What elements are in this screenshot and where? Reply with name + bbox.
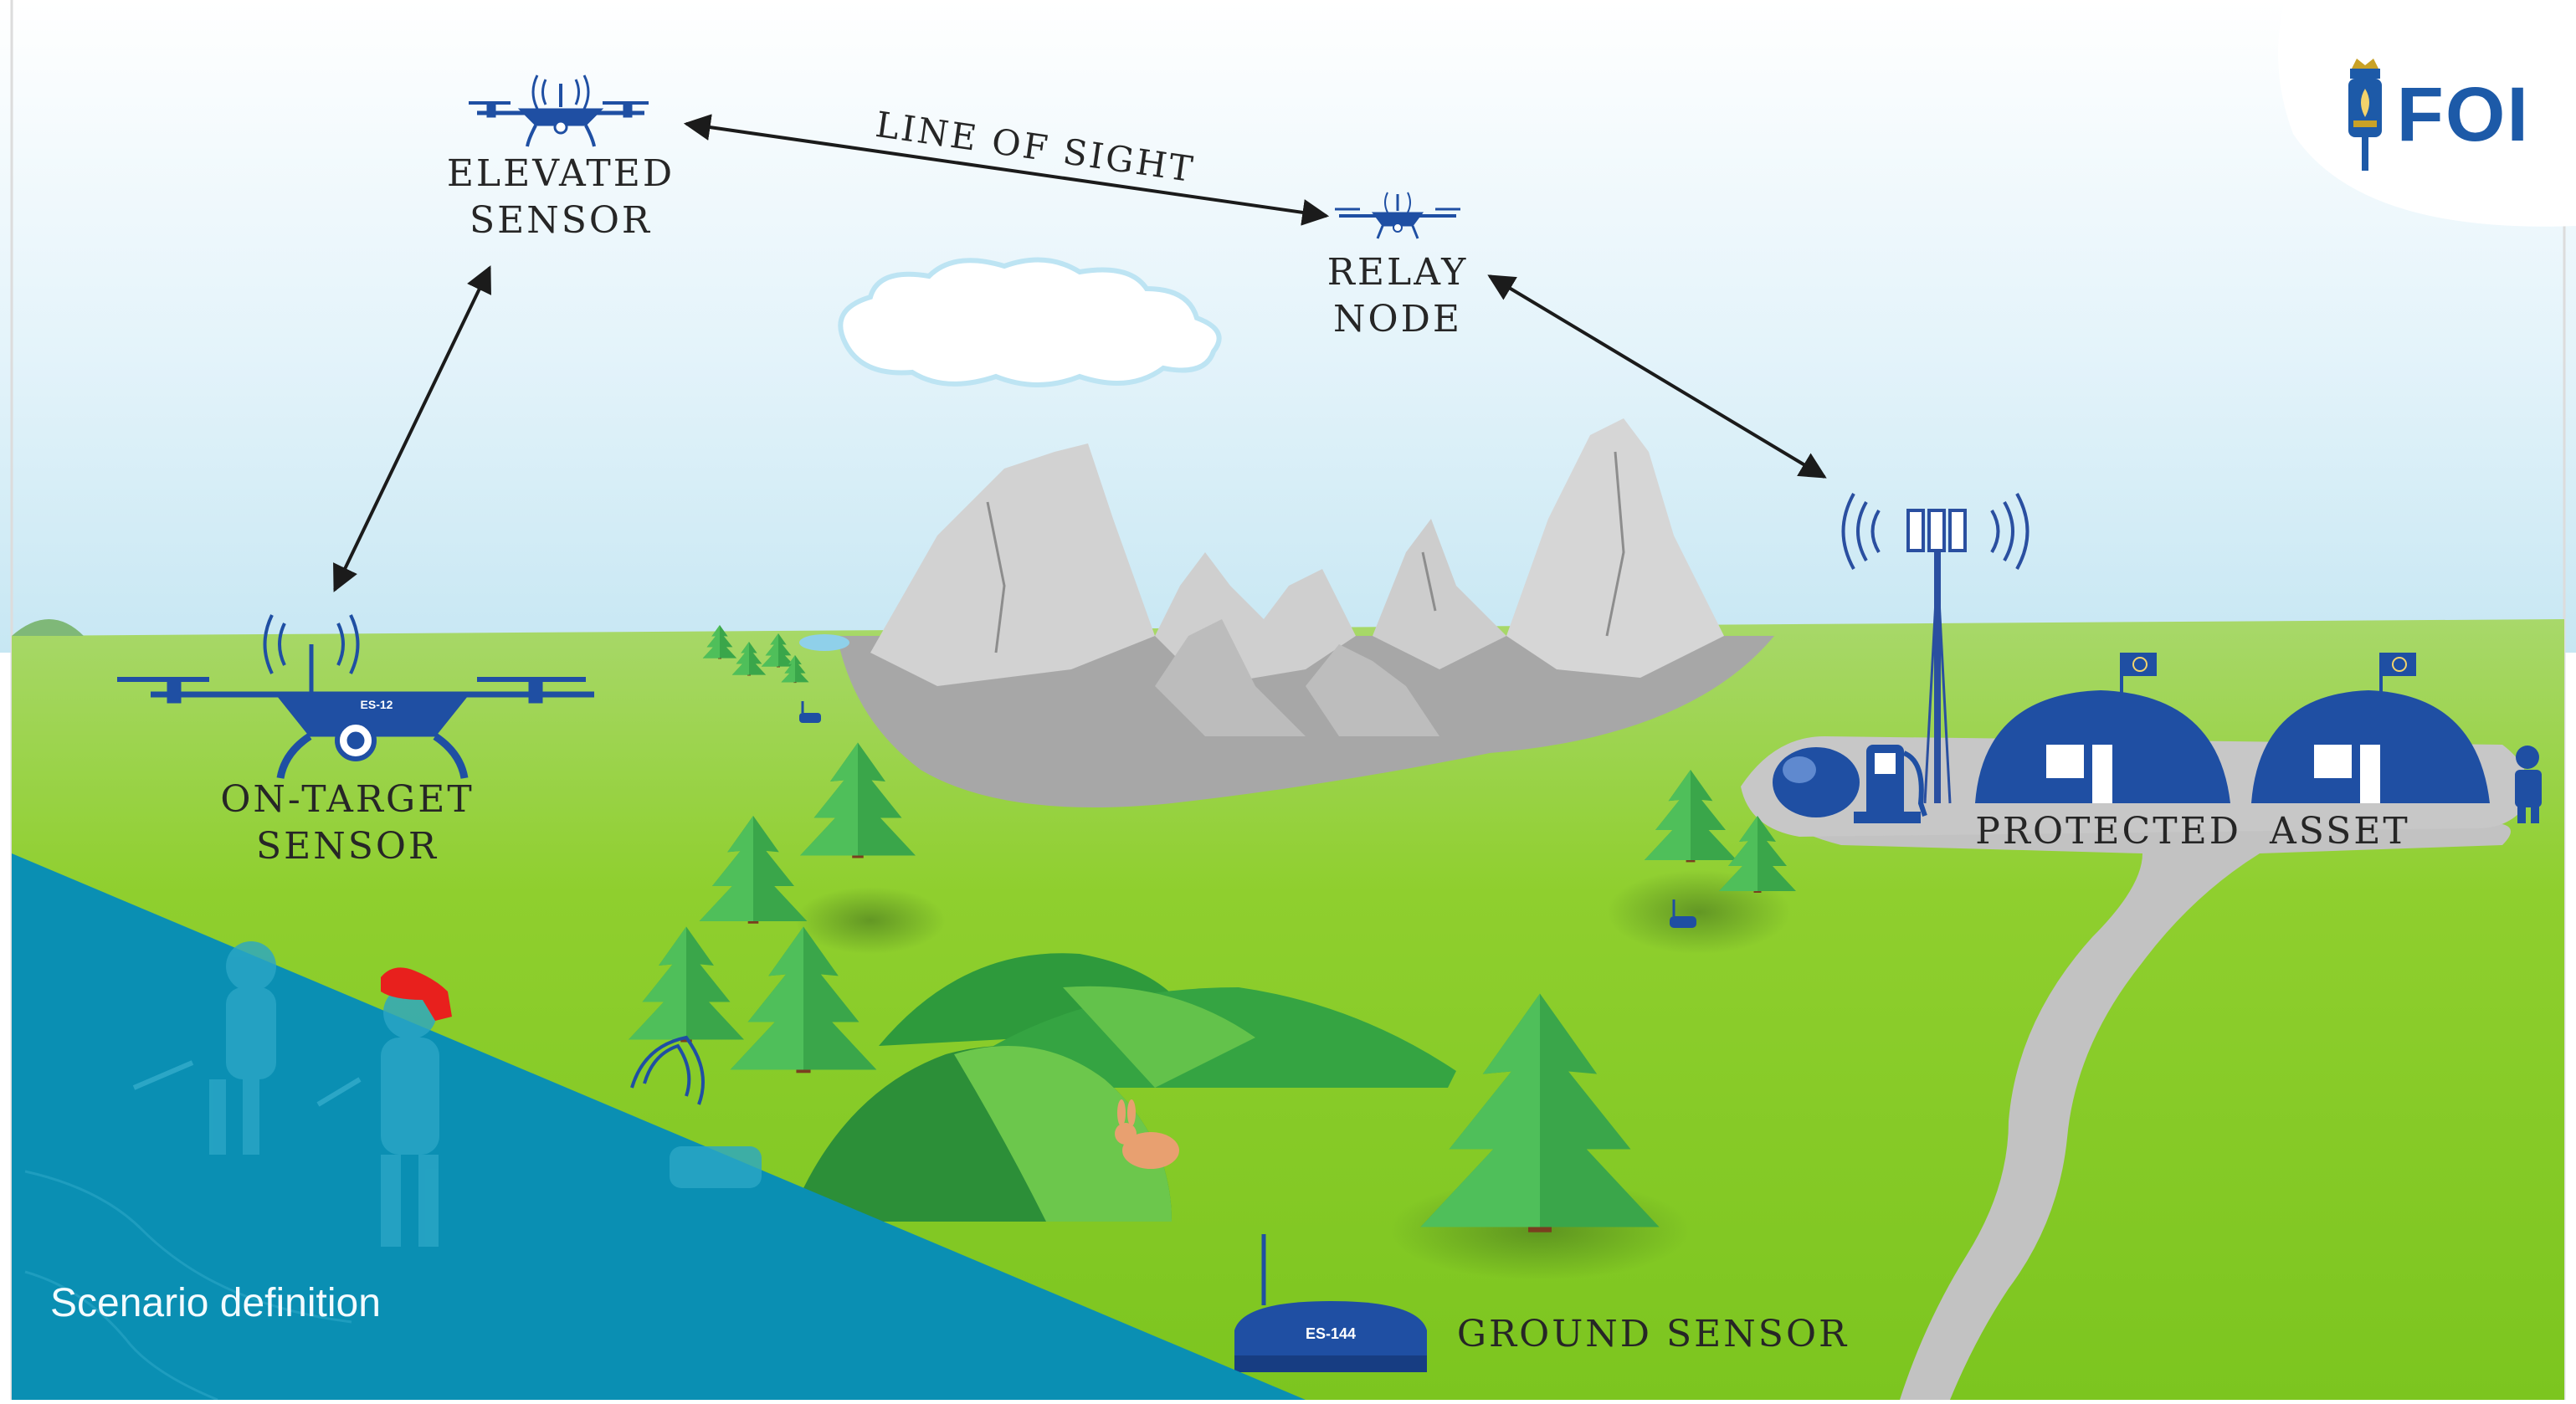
protected-asset-label: PROTECTED ASSET [1975,810,2410,853]
on-target-sensor-drone: ES-12 [117,614,594,779]
on-target-sensor-label-line1: ON-TARGET [220,778,475,821]
ground-sensor-label: GROUND SENSOR [1456,1313,1850,1355]
protected-asset [1773,653,2542,823]
elevated-sensor-drone [469,74,649,147]
foi-logo: FOI [2345,52,2530,177]
relay-node-drone [1335,192,1460,239]
elevated-sensor-label-line2: SENSOR [469,199,653,242]
on-target-sensor-label-line2: SENSOR [255,825,439,868]
relay-node-label-line2: NODE [1333,298,1462,341]
link-elevated-relay [683,114,1330,226]
relay-tower [1841,493,2029,804]
road [1766,778,2511,1400]
on-target-sensor-id: ES-12 [361,698,393,711]
link-relay-tower [1487,274,1827,479]
on-target-sensor-label: ON-TARGET SENSOR [192,776,502,870]
relay-node-label-line1: RELAY [1326,251,1469,294]
cloud [838,257,1222,387]
logo-text: FOI [2396,71,2530,157]
crown-emblem-icon [2348,59,2382,171]
relay-node-label: RELAY NODE [1280,249,1515,343]
scenario-overlay [12,853,1306,1401]
link-elevated-ontarget [333,265,491,592]
ground-sensor-id: ES-144 [1306,1325,1356,1342]
mountains [837,418,1774,807]
link-arrows [333,114,1827,592]
ground-sensor-small [799,701,1696,928]
scenario-definition-caption: Scenario definition [50,1281,381,1325]
elevated-sensor-label: ELEVATED SENSOR [423,151,699,244]
ground-sensor-device: ES-144 [1234,1234,1427,1372]
rabbit [1115,1099,1179,1169]
hills [803,953,1456,1222]
elevated-sensor-label-line1: ELEVATED [446,152,675,195]
